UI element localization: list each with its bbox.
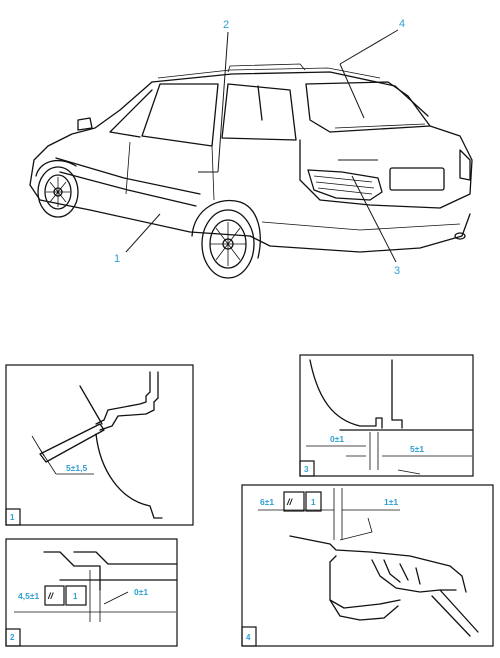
callout-2: 2 xyxy=(223,19,229,31)
detail-2-label: 2 xyxy=(10,633,15,642)
detail-1 xyxy=(5,364,194,526)
detail-4-datum-ref: 1 xyxy=(311,498,316,507)
callout-3: 3 xyxy=(394,265,400,277)
car-illustration xyxy=(29,63,473,279)
callout-1: 1 xyxy=(114,253,120,265)
detail-3-label: 3 xyxy=(304,465,309,474)
detail-1-label: 1 xyxy=(10,513,15,522)
detail-3-dim-2: 5±1 xyxy=(410,444,424,454)
detail-4-dim-1: 6±1 xyxy=(260,497,274,507)
parallelism-symbol: // xyxy=(47,591,55,601)
detail-2-datum-ref: 1 xyxy=(73,592,78,601)
detail-4-label: 4 xyxy=(246,633,251,642)
callout-leaders xyxy=(125,29,399,263)
detail-4-dim-2: 1±1 xyxy=(384,497,398,507)
detail-3-dim-1: 0±1 xyxy=(330,434,344,444)
detail-2-dim-2: 0±1 xyxy=(134,587,148,597)
detail-2-dim-1: 4,5±1 xyxy=(18,591,39,601)
detail-4 xyxy=(241,484,494,647)
detail-1-dim-1: 5±1,5 xyxy=(66,463,87,473)
callout-4: 4 xyxy=(399,18,405,30)
parallelism-symbol: // xyxy=(286,497,294,507)
detail-2 xyxy=(5,538,178,647)
detail-3 xyxy=(299,354,474,477)
